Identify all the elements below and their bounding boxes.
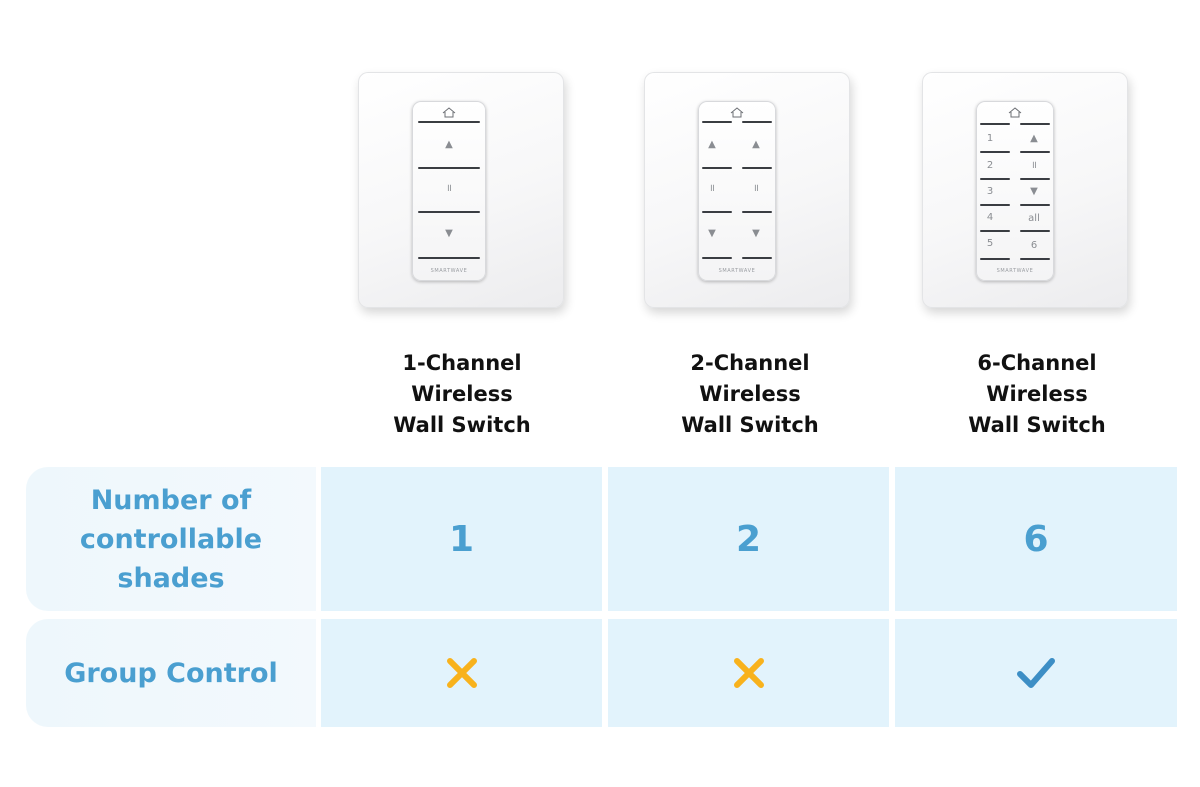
cell-shades-6-channel: 6 — [895, 467, 1177, 611]
row-label-shades: Number of controllable shades — [26, 467, 316, 611]
cell-group-6-channel — [895, 619, 1177, 727]
cell-group-1-channel — [321, 619, 602, 727]
up-arrow-icon[interactable]: ▲ — [1030, 133, 1038, 144]
down-arrow-icon[interactable]: ▼ — [445, 228, 453, 239]
brand-label: SMARTWAVE — [718, 268, 756, 274]
down-arrow-icon[interactable]: ▼ — [708, 228, 716, 239]
remote-2-channel: ▲ ▲ ॥ ॥ ▼ ▼ SMARTWAVE — [698, 101, 776, 281]
up-arrow-icon[interactable]: ▲ — [445, 139, 453, 150]
cell-shades-2-channel: 2 — [608, 467, 889, 611]
smart-home-icon — [730, 107, 744, 118]
all-channels-key[interactable]: all — [1028, 213, 1040, 224]
brand-label: SMARTWAVE — [996, 268, 1034, 274]
down-arrow-icon[interactable]: ▼ — [1030, 186, 1038, 197]
product-title-2-channel: 2-Channel Wireless Wall Switch — [681, 351, 819, 437]
channel-key-4[interactable]: 4 — [986, 212, 994, 223]
channel-key-3[interactable]: 3 — [986, 186, 994, 197]
cell-group-2-channel — [608, 619, 889, 727]
row-label-group-control: Group Control — [26, 619, 316, 727]
pause-icon[interactable]: ॥ — [1031, 160, 1037, 171]
cell-shades-1-channel: 1 — [321, 467, 602, 611]
brand-label: SMARTWAVE — [430, 268, 468, 274]
product-title-1-channel: 1-Channel Wireless Wall Switch — [393, 351, 531, 437]
down-arrow-icon[interactable]: ▼ — [752, 228, 760, 239]
pause-icon[interactable]: ॥ — [709, 183, 715, 194]
pause-icon[interactable]: ॥ — [753, 183, 759, 194]
up-arrow-icon[interactable]: ▲ — [752, 139, 760, 150]
product-title-6-channel: 6-Channel Wireless Wall Switch — [968, 351, 1106, 437]
checkmark-icon — [1017, 658, 1055, 688]
channel-key-5[interactable]: 5 — [986, 238, 994, 249]
smart-home-icon — [442, 107, 456, 118]
channel-key-1[interactable]: 1 — [986, 133, 994, 144]
pause-icon[interactable]: ॥ — [446, 183, 452, 194]
channel-key-2[interactable]: 2 — [986, 160, 994, 171]
remote-1-channel: ▲ ॥ ▼ SMARTWAVE — [412, 101, 486, 281]
smart-home-icon — [1008, 107, 1022, 118]
remote-6-channel: 1 ▲ 2 ॥ 3 ▼ 4 all 5 6 SMARTWAVE — [976, 101, 1054, 281]
cross-icon — [446, 658, 477, 688]
channel-key-6[interactable]: 6 — [1030, 240, 1038, 251]
cross-icon — [733, 658, 764, 688]
up-arrow-icon[interactable]: ▲ — [708, 139, 716, 150]
